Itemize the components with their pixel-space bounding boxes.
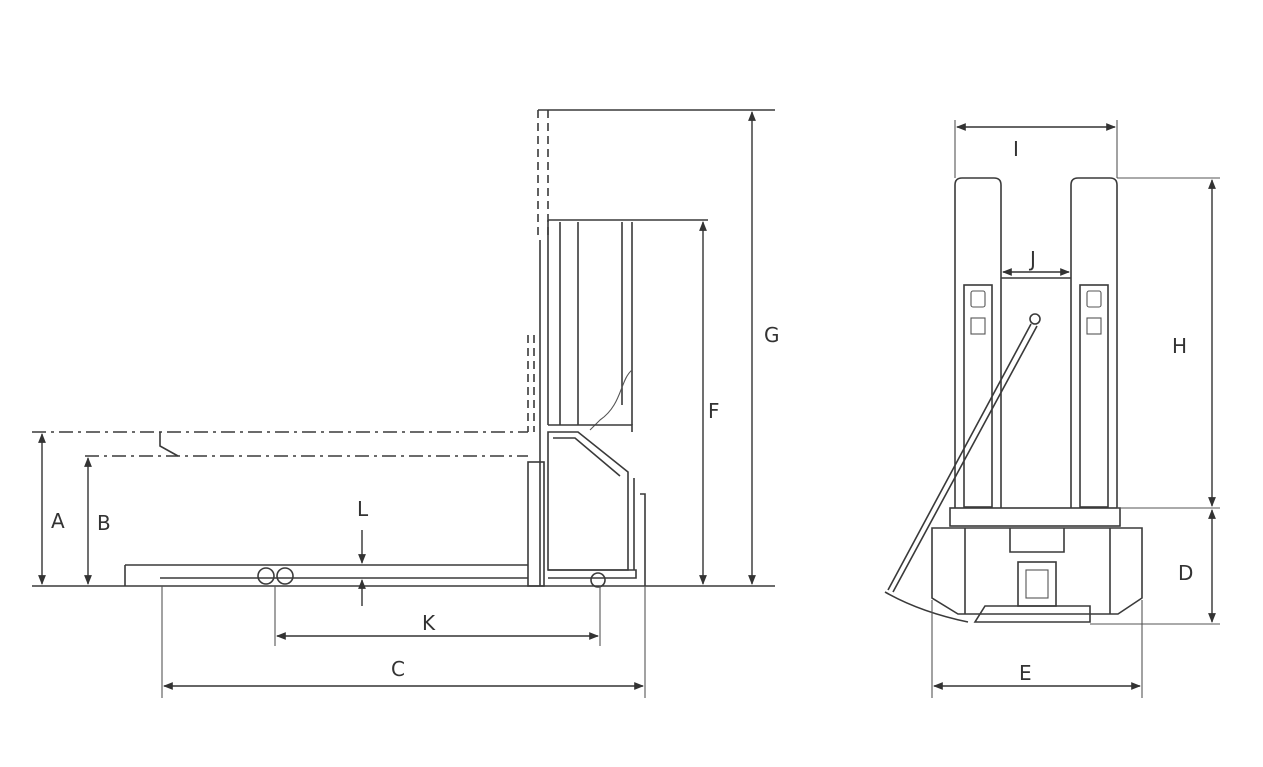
dimension-g: G [748,111,780,585]
dimension-b: B [84,457,111,585]
dimension-f: F [699,221,720,585]
dimension-i: I [954,120,1118,178]
carriage-frame [527,431,646,588]
label-h: H [1172,334,1187,358]
label-k: K [422,611,436,635]
dimension-j: J [1002,247,1070,276]
dimension-l: L [357,497,369,606]
label-f: F [708,399,720,423]
label-d: D [1178,561,1193,585]
dimension-a: A [38,433,65,585]
mast-body [539,219,708,586]
chassis [931,507,1143,623]
label-e: E [1019,661,1032,685]
dimension-k: K [274,586,601,646]
label-b: B [97,511,111,535]
label-c: C [391,657,405,681]
label-j: J [1028,247,1036,271]
forks-lowered [124,564,528,586]
forks-raised [32,431,528,457]
left-upright [954,177,1002,508]
right-upright [1070,177,1118,508]
front-view: I J H D E [884,120,1220,698]
label-l: L [357,497,369,521]
label-i: I [1013,137,1019,161]
label-a: A [51,509,65,533]
side-view: A B L K C F [32,109,780,698]
dimension-d: D [1090,509,1220,625]
dimension-h: H [1117,177,1220,509]
dimension-e: E [931,600,1143,698]
tiller-handle [884,313,1041,623]
label-g: G [764,323,780,347]
mast-extended [527,109,775,432]
dimension-c: C [161,586,646,698]
